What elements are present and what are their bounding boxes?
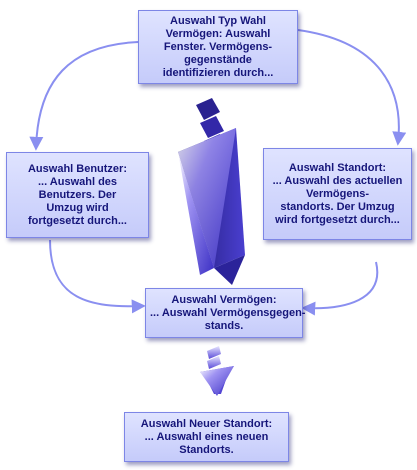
node-line: Auswahl Neuer Standort:	[140, 417, 273, 430]
node-line: Umzug wird	[46, 201, 109, 214]
node-line: fortgesetzt durch...	[27, 214, 127, 227]
node-line: Benutzers. Der	[38, 188, 117, 201]
node-line: Auswahl Vermögen:	[171, 293, 277, 306]
node-line: standorts. Der Umzug	[280, 200, 395, 213]
node-line: Standorts.	[179, 443, 234, 456]
node-line: ... Auswahl des actuellen	[272, 174, 403, 187]
small-down-arrow-icon	[200, 346, 234, 396]
node-select-location: Auswahl Standort: ... Auswahl des actuel…	[263, 148, 412, 240]
node-line: gegenstände	[184, 53, 252, 66]
node-line: ... Auswahl des	[37, 175, 118, 188]
node-line: identifizieren durch...	[162, 66, 274, 79]
big-down-arrow-icon	[178, 98, 245, 285]
node-line: wird fortgesetzt durch...	[275, 213, 400, 226]
node-select-asset: Auswahl Vermögen: ... Auswahl Vermögensg…	[145, 288, 306, 338]
node-select-asset-type: Auswahl Typ Wahl Vermögen: Auswahl Fenst…	[138, 10, 298, 84]
node-line: Auswahl Typ Wahl	[170, 14, 266, 27]
node-line: ... Auswahl eines neuen	[144, 430, 269, 443]
connector-left-to-center	[49, 239, 146, 314]
node-line: Auswahl Standort:	[288, 161, 387, 174]
node-line: Auswahl Benutzer:	[27, 162, 127, 175]
node-select-user: Auswahl Benutzer: ... Auswahl des Benutz…	[6, 152, 149, 238]
connector-top-to-right	[297, 29, 407, 146]
node-line: stands.	[204, 319, 244, 332]
node-select-new-location: Auswahl Neuer Standort: ... Auswahl eine…	[124, 412, 289, 462]
node-line: Vermögen: Auswahl	[165, 27, 271, 40]
node-line: ... Auswahl Vermögensgegen-	[150, 306, 306, 319]
connector-right-to-center	[301, 261, 379, 316]
connector-top-to-left	[29, 41, 139, 151]
node-line: Vermögens-	[306, 187, 369, 200]
node-line: Fenster. Vermögens-	[163, 40, 273, 53]
